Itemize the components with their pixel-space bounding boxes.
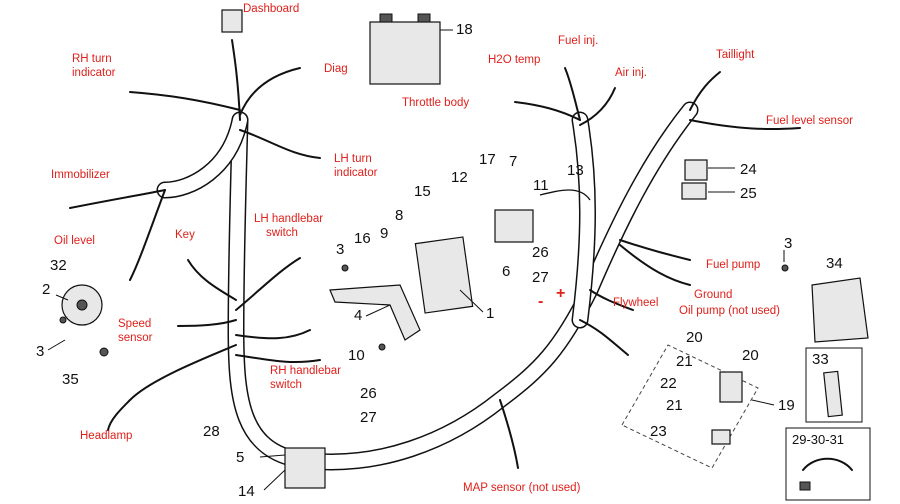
label-speed-2: sensor <box>118 332 153 344</box>
callout-1: 1 <box>486 305 494 322</box>
callout-27-bottom: 27 <box>360 409 377 426</box>
label-minus: - <box>538 293 543 310</box>
callout-3-left: 3 <box>36 343 44 360</box>
callout-5: 5 <box>236 449 244 466</box>
callout-22: 22 <box>660 375 677 392</box>
relay-24 <box>684 159 708 181</box>
callout-12: 12 <box>451 169 468 186</box>
main-harness <box>156 101 699 471</box>
label-throttle-body: Throttle body <box>402 97 469 109</box>
callout-21-top: 21 <box>676 353 693 370</box>
callout-14: 14 <box>238 483 255 500</box>
callout-15: 15 <box>414 183 431 200</box>
label-rh-handlebar-2: switch <box>270 379 302 391</box>
bracket <box>329 284 421 341</box>
label-map-sensor: MAP sensor (not used) <box>463 482 581 494</box>
label-fuel-inj: Fuel inj. <box>558 35 598 47</box>
connector-kit-frame <box>621 344 759 469</box>
callout-2: 2 <box>42 281 50 298</box>
part-numbers: 18 17 7 12 11 13 15 8 9 16 3 4 10 1 6 26… <box>36 21 844 500</box>
callout-8: 8 <box>395 207 403 224</box>
tool-bag <box>811 277 869 343</box>
label-ground: Ground <box>694 289 732 301</box>
callout-21-bottom: 21 <box>666 397 683 414</box>
callout-18: 18 <box>456 21 473 38</box>
label-rh-handlebar-1: RH handlebar <box>270 365 341 377</box>
label-diag: Diag <box>324 63 348 75</box>
callout-11: 11 <box>533 177 549 194</box>
label-fuel-pump: Fuel pump <box>706 259 760 271</box>
label-fuel-level-sensor: Fuel level sensor <box>766 115 853 127</box>
label-oil-level: Oil level <box>54 235 95 247</box>
regulator <box>284 447 326 489</box>
component-labels: Dashboard RH turn indicator Diag Immobil… <box>51 3 853 494</box>
label-oil-pump: Oil pump (not used) <box>679 305 780 317</box>
callout-9: 9 <box>380 225 388 242</box>
label-taillight: Taillight <box>716 49 755 61</box>
callout-17: 17 <box>479 151 496 168</box>
callout-3-center: 3 <box>336 241 344 258</box>
callout-32: 32 <box>50 257 67 274</box>
callout-4: 4 <box>354 307 362 324</box>
leader-lines <box>47 29 785 491</box>
label-key: Key <box>175 229 195 241</box>
callout-29-30-31: 29-30-31 <box>792 432 844 447</box>
connector-kit <box>711 371 743 445</box>
callout-35: 35 <box>62 371 79 388</box>
callout-20-right: 20 <box>742 347 759 364</box>
label-lh-handlebar-2: switch <box>266 227 298 239</box>
label-speed-1: Speed <box>118 318 151 330</box>
dashboard-connector <box>221 9 243 33</box>
callout-3-right: 3 <box>784 235 792 252</box>
callout-27-top: 27 <box>532 269 549 286</box>
label-dashboard: Dashboard <box>243 3 299 15</box>
label-lh-turn-1: LH turn <box>334 153 372 165</box>
callout-6: 6 <box>502 263 510 280</box>
item-29-31-box <box>785 427 871 501</box>
callout-34: 34 <box>826 255 843 272</box>
callout-33: 33 <box>812 351 829 368</box>
callout-16: 16 <box>354 230 371 247</box>
callout-24: 24 <box>740 161 757 178</box>
relay-25 <box>681 182 707 200</box>
callout-28: 28 <box>203 423 220 440</box>
label-headlamp: Headlamp <box>80 430 132 442</box>
label-immobilizer: Immobilizer <box>51 169 110 181</box>
callout-13: 13 <box>567 162 584 179</box>
ecu <box>414 236 474 314</box>
horn <box>61 284 103 326</box>
item-33-box <box>805 347 863 423</box>
label-rh-turn-2: indicator <box>72 67 116 79</box>
callout-23: 23 <box>650 423 667 440</box>
label-plus: + <box>556 285 565 302</box>
callout-7: 7 <box>509 153 517 170</box>
label-rh-turn-1: RH turn <box>72 53 112 65</box>
label-air-inj: Air inj. <box>615 67 647 79</box>
callout-20-left: 20 <box>686 329 703 346</box>
screws <box>59 264 789 357</box>
coil <box>494 209 534 243</box>
callout-26-bottom: 26 <box>360 385 377 402</box>
label-h2o-temp: H2O temp <box>488 54 540 66</box>
callout-26-top: 26 <box>532 244 549 261</box>
wires <box>69 39 801 469</box>
callout-19: 19 <box>778 397 795 414</box>
callout-10: 10 <box>348 347 365 364</box>
label-flywheel: Flywheel <box>613 297 658 309</box>
callout-25: 25 <box>740 185 757 202</box>
label-lh-turn-2: indicator <box>334 167 378 179</box>
battery <box>369 13 441 85</box>
label-lh-handlebar-1: LH handlebar <box>254 213 323 225</box>
